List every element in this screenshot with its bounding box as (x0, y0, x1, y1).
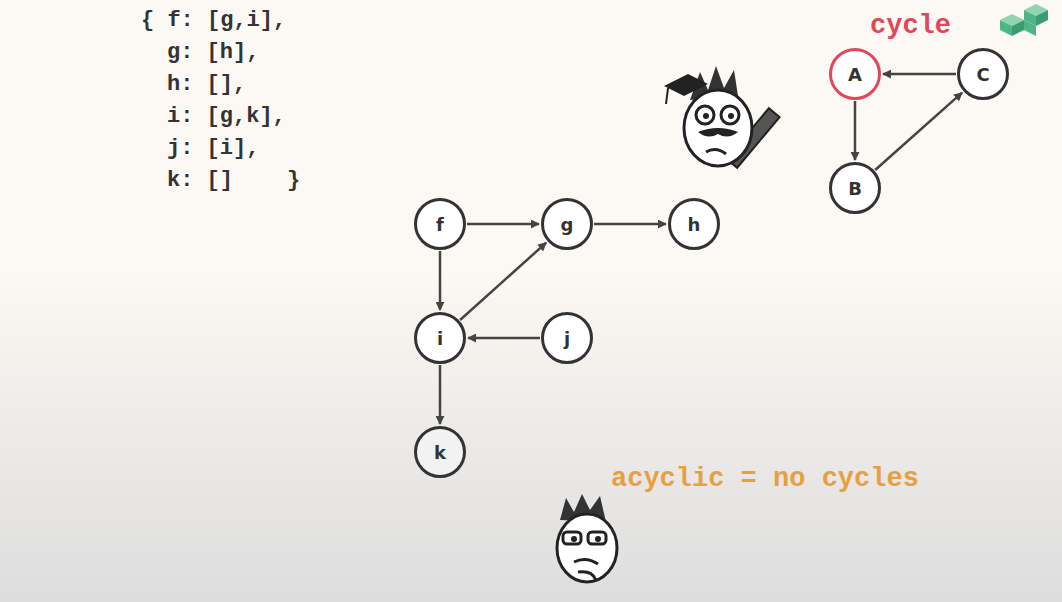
graph-node: C (957, 48, 1009, 100)
edge-arrow (439, 365, 442, 424)
code-line: k: [] (167, 168, 233, 193)
edge-arrow (460, 243, 546, 320)
edge-arrow (875, 93, 962, 170)
node-label: C (976, 64, 989, 85)
graph-node: k (414, 426, 466, 478)
node-label: j (564, 328, 570, 349)
annotation: acyclic = no cycles (611, 464, 919, 494)
graph-node: g (541, 198, 593, 250)
code-line: i: [g,k], (167, 104, 286, 129)
professor-character (664, 66, 780, 168)
node-label: i (437, 328, 443, 349)
node-label: B (848, 178, 862, 199)
edge-arrow (594, 223, 666, 226)
code-line: } (287, 168, 300, 193)
node-label: A (848, 64, 862, 85)
edge-arrow (468, 337, 540, 340)
graph-node: B (829, 162, 881, 214)
graph-node: h (668, 198, 720, 250)
graph-node: i (414, 312, 466, 364)
logo-cubes (1000, 4, 1048, 36)
node-label: k (434, 442, 446, 463)
annotation: cycle (870, 11, 951, 41)
code-line: { f: [g,i], (141, 8, 286, 33)
student-character (557, 494, 617, 582)
node-label: g (561, 214, 574, 235)
edge-arrow (854, 101, 857, 160)
code-line: g: [h], (167, 40, 259, 65)
edge-arrow (467, 223, 539, 226)
graph-node: A (829, 48, 881, 100)
graph-node: f (414, 198, 466, 250)
node-label: f (436, 214, 444, 235)
edge-arrow (883, 73, 956, 76)
graph-node: j (541, 312, 593, 364)
node-label: h (688, 214, 701, 235)
edge-arrow (439, 251, 442, 310)
code-line: h: [], (167, 72, 246, 97)
code-line: j: [i], (167, 136, 259, 161)
